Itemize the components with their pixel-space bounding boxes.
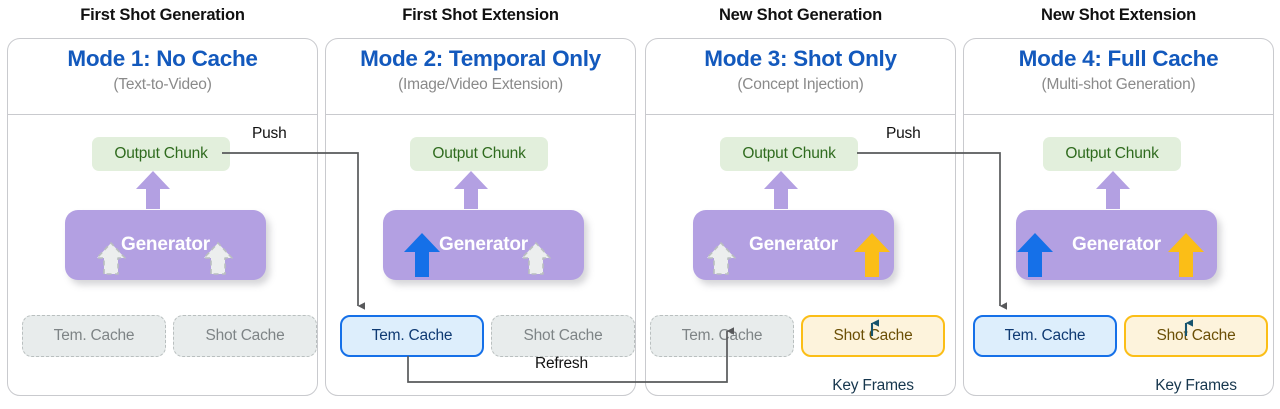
panel-1-output-chunk: Output Chunk [92, 137, 230, 171]
panel-mode-4: Mode 4: Full Cache (Multi-shot Generatio… [963, 38, 1274, 396]
refresh-label: Refresh [535, 355, 588, 372]
panel-mode-1: Mode 1: No Cache (Text-to-Video) Output … [7, 38, 318, 396]
panel-4-output-chunk: Output Chunk [1043, 137, 1181, 171]
panel-4-generator: Generator [1016, 210, 1217, 280]
stage-title-3: New Shot Generation [718, 6, 883, 24]
panel-1-mode-subtitle: (Text-to-Video) [113, 76, 212, 93]
panel-2-temporal-cache: Tem. Cache [340, 315, 484, 357]
panel-4-mode-subtitle: (Multi-shot Generation) [1041, 76, 1196, 93]
panel-1-shot-cache: Shot Cache [173, 315, 317, 357]
panel-mode-2: Mode 2: Temporal Only (Image/Video Exten… [325, 38, 636, 396]
stage-title-1: First Shot Generation [80, 6, 245, 24]
panel-3-output-chunk: Output Chunk [720, 137, 858, 171]
panel-1-temporal-cache: Tem. Cache [22, 315, 166, 357]
panel-1-header: Mode 1: No Cache (Text-to-Video) [8, 39, 317, 115]
panel-4-key-frames-label: Key Frames [1155, 377, 1237, 394]
panel-2-header: Mode 2: Temporal Only (Image/Video Exten… [326, 39, 635, 115]
panel-3-mode-title: Mode 3: Shot Only [704, 46, 897, 71]
panel-3-generator: Generator [693, 210, 894, 280]
panel-3-mode-subtitle: (Concept Injection) [737, 76, 864, 93]
panel-3-header: Mode 3: Shot Only (Concept Injection) [646, 39, 955, 115]
panel-1-mode-title: Mode 1: No Cache [67, 46, 258, 71]
panel-4-mode-title: Mode 4: Full Cache [1018, 46, 1219, 71]
panel-4-temporal-cache: Tem. Cache [973, 315, 1117, 357]
push-label-1: Push [252, 125, 287, 142]
panel-2-mode-title: Mode 2: Temporal Only [360, 46, 601, 71]
stage-title-4: New Shot Extension [1040, 6, 1196, 24]
panel-4-header: Mode 4: Full Cache (Multi-shot Generatio… [964, 39, 1273, 115]
panel-3-temporal-cache: Tem. Cache [650, 315, 794, 357]
panel-1-generator: Generator [65, 210, 266, 280]
panel-3-key-frames-label: Key Frames [832, 377, 914, 394]
panel-2-generator: Generator [383, 210, 584, 280]
panel-2-output-chunk: Output Chunk [410, 137, 548, 171]
panel-2-shot-cache: Shot Cache [491, 315, 635, 357]
push-label-2: Push [886, 125, 921, 142]
stage-title-2: First Shot Extension [402, 6, 559, 24]
panel-2-mode-subtitle: (Image/Video Extension) [398, 76, 563, 93]
panel-3-shot-cache: Shot Cache [801, 315, 945, 357]
panel-4-shot-cache: Shot Cache [1124, 315, 1268, 357]
panel-mode-3: Mode 3: Shot Only (Concept Injection) Ou… [645, 38, 956, 396]
